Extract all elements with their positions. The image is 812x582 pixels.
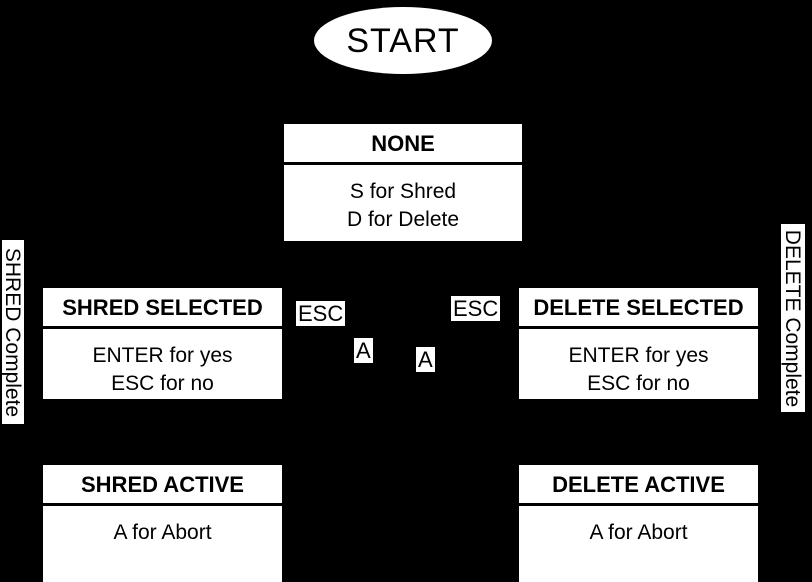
state-line: A for Abort: [589, 521, 688, 545]
state-body-shred-active: A for Abort: [43, 506, 282, 582]
start-terminal[interactable]: START: [314, 7, 492, 74]
state-line: ESC for no: [587, 372, 690, 396]
state-title-shred-active: SHRED ACTIVE: [43, 465, 282, 507]
edge-label-esc-delete: ESC: [451, 296, 501, 322]
edge-label-abort-shred: A: [354, 338, 373, 364]
state-line: D for Delete: [346, 208, 460, 232]
edge-label-esc-shred: ESC: [296, 301, 346, 327]
state-node-delete-selected[interactable]: DELETE SELECTED ENTER for yes ESC for no: [519, 288, 758, 399]
side-label-shred-complete: SHRED Complete: [1, 240, 25, 424]
state-line: ENTER for yes: [568, 344, 709, 368]
side-label-delete-complete-text: DELETE Complete: [781, 229, 805, 407]
state-title-shred-selected: SHRED SELECTED: [43, 288, 282, 330]
state-title-none: NONE: [284, 124, 522, 166]
state-line: ESC for no: [111, 372, 214, 396]
state-node-shred-selected[interactable]: SHRED SELECTED ENTER for yes ESC for no: [43, 288, 282, 399]
start-terminal-label: START: [346, 21, 460, 60]
state-body-none: S for Shred D for Delete: [284, 165, 522, 244]
state-body-shred-selected: ENTER for yes ESC for no: [43, 329, 282, 408]
state-line: A for Abort: [113, 521, 212, 545]
state-body-delete-selected: ENTER for yes ESC for no: [519, 329, 758, 408]
side-label-delete-complete: DELETE Complete: [781, 224, 805, 412]
state-node-shred-active[interactable]: SHRED ACTIVE A for Abort: [43, 465, 282, 582]
state-title-delete-selected: DELETE SELECTED: [519, 288, 758, 330]
edge-label-abort-delete: A: [416, 347, 435, 373]
state-line: S for Shred: [349, 180, 457, 204]
side-label-shred-complete-text: SHRED Complete: [1, 247, 25, 417]
state-body-delete-active: A for Abort: [519, 506, 758, 582]
state-node-none[interactable]: NONE S for Shred D for Delete: [284, 124, 522, 241]
state-node-delete-active[interactable]: DELETE ACTIVE A for Abort: [519, 465, 758, 582]
state-title-delete-active: DELETE ACTIVE: [519, 465, 758, 507]
state-line: ENTER for yes: [92, 344, 233, 368]
